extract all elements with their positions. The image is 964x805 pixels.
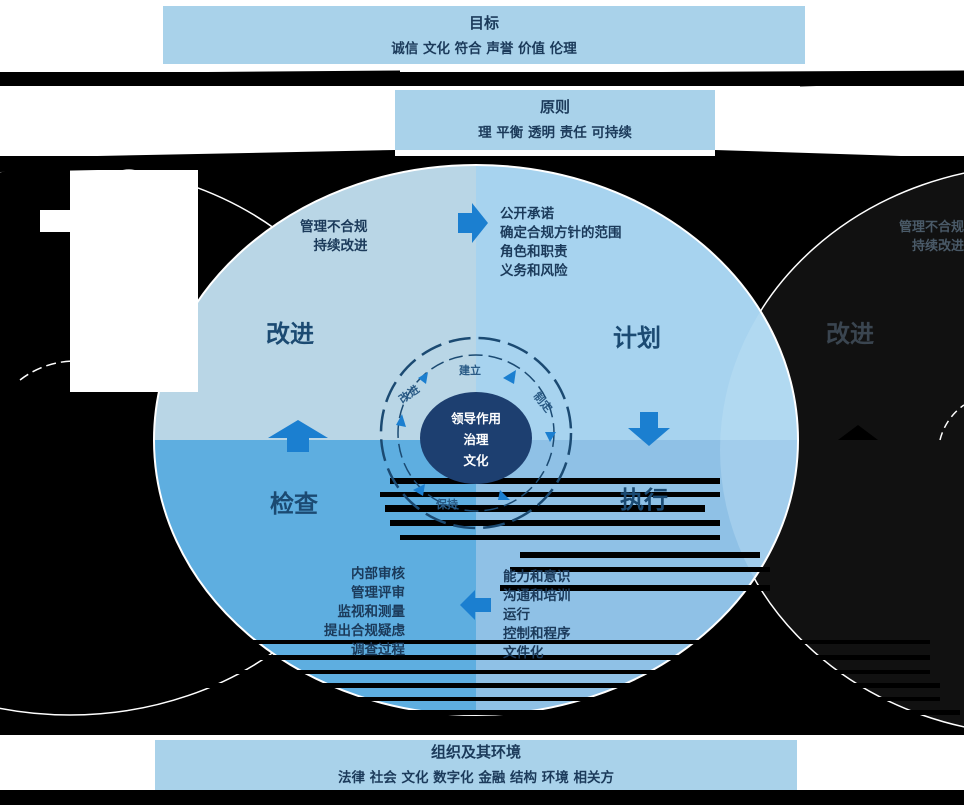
core-item: 文化 — [463, 453, 489, 468]
principles-items: 理 平衡 透明 责任 可持续 — [478, 125, 632, 141]
do-list: 能力和意识 沟通和培训 运行 控制和程序 文件化 — [503, 568, 571, 663]
cycle-ring — [379, 336, 573, 530]
environment-items: 法律 社会 文化 数字化 金融 结构 环境 相关方 — [338, 770, 614, 786]
improve-title: 改进 — [266, 320, 314, 348]
do-item: 运行 — [503, 607, 530, 623]
objectives-title: 目标 — [468, 14, 499, 32]
do-item: 文件化 — [503, 645, 544, 661]
objectives-band: 目标 诚信 文化 符合 声誉 价值 伦理 — [163, 6, 805, 64]
core-circle — [420, 392, 532, 484]
principles-title: 原则 — [539, 98, 570, 116]
check-title: 检查 — [270, 490, 318, 518]
arrow-right — [458, 203, 488, 243]
do-item: 能力和意识 — [503, 569, 571, 585]
core-labels: 领导作用 治理 文化 — [440, 408, 512, 471]
do-title: 执行 — [620, 486, 668, 514]
ring-label-establish: 建立 — [459, 364, 481, 377]
ring-label-maintain: 保持 — [436, 498, 458, 511]
check-item: 内部审核 — [351, 566, 405, 582]
check-item: 调查过程 — [351, 642, 405, 658]
principles-band: 原则 理 平衡 透明 责任 可持续 — [395, 90, 715, 150]
core-item: 领导作用 — [450, 411, 501, 426]
do-item: 沟通和培训 — [503, 588, 571, 604]
improve-list: 管理不合规 持续改进 — [300, 218, 368, 256]
right-echo-list: 管理不合规 持续改进 — [868, 218, 964, 256]
white-patch — [70, 170, 198, 392]
plan-item: 确定合规方针的范围 — [500, 225, 622, 241]
plan-item: 义务和风险 — [500, 263, 568, 279]
check-item: 管理评审 — [351, 585, 405, 601]
arrow-up — [268, 420, 328, 452]
plan-item: 角色和职责 — [500, 244, 568, 260]
plan-list: 公开承诺 确定合规方针的范围 角色和职责 义务和风险 — [500, 205, 622, 281]
improve-item: 持续改进 — [313, 238, 368, 254]
environment-band: 组织及其环境 法律 社会 文化 数字化 金融 结构 环境 相关方 — [155, 740, 797, 790]
check-list: 内部审核 管理评审 监视和测量 提出合规疑虑 调查过程 — [305, 565, 405, 660]
right-echo-item: 管理不合规 — [898, 220, 964, 235]
arrow-up-right-ghost — [838, 425, 878, 440]
core-item: 治理 — [463, 432, 489, 447]
objectives-items: 诚信 文化 符合 声誉 价值 伦理 — [391, 41, 577, 57]
check-item: 监视和测量 — [337, 604, 406, 620]
right-echo-item: 持续改进 — [911, 239, 964, 254]
do-item: 控制和程序 — [503, 626, 571, 642]
improve-item: 管理不合规 — [300, 219, 368, 235]
right-echo-title: 改进 — [826, 320, 874, 348]
arrow-left — [460, 590, 491, 620]
check-item: 提出合规疑虑 — [324, 623, 405, 639]
plan-title: 计划 — [613, 324, 661, 352]
plan-item: 公开承诺 — [500, 206, 554, 222]
environment-title: 组织及其环境 — [430, 743, 521, 761]
arrow-down — [628, 412, 670, 446]
